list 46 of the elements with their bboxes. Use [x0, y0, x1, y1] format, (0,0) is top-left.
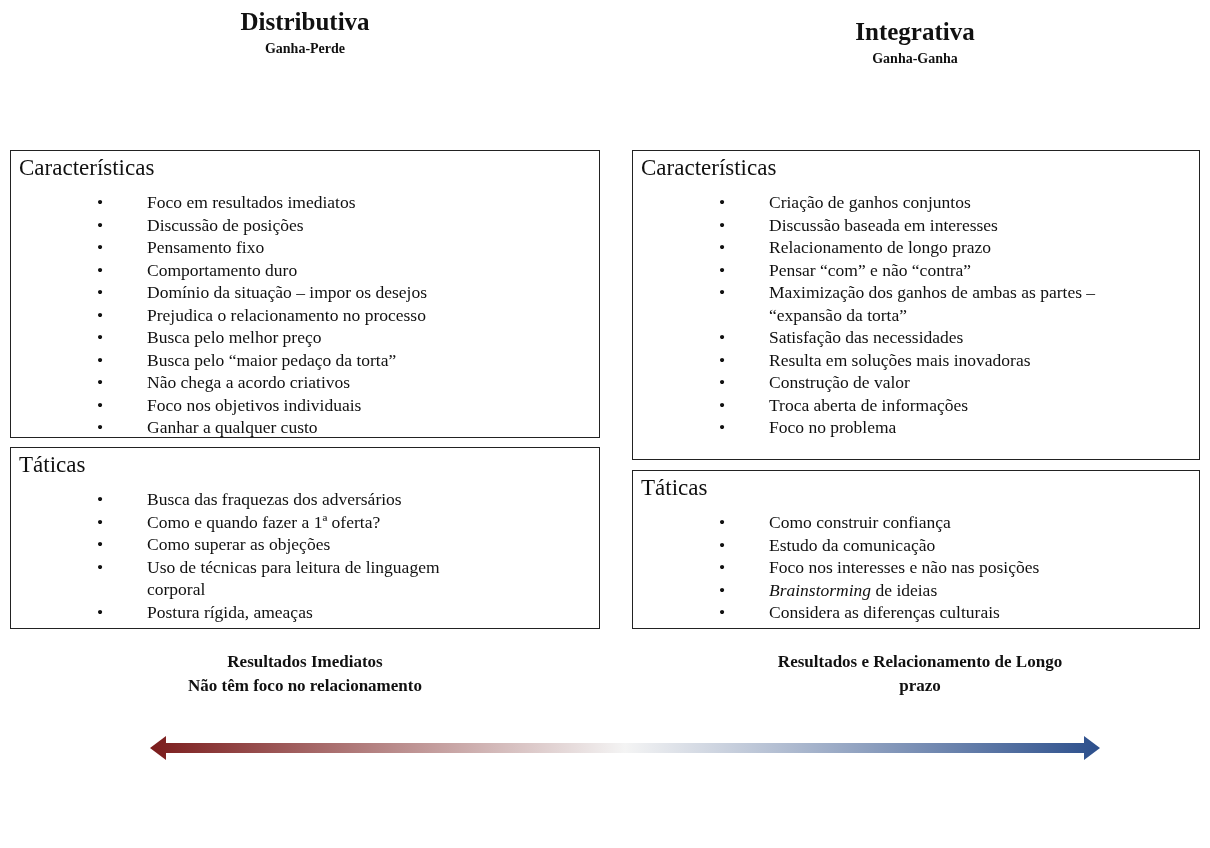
section-box — [632, 150, 1200, 460]
section-heading: Táticas — [19, 452, 86, 478]
bullet-item: • Resulta em soluções mais inovadoras — [719, 348, 1032, 371]
bullet-item: • Busca das fraquezas dos adversários — [97, 488, 403, 511]
bullet-item: • Como superar as objeções — [97, 533, 332, 556]
bullet-item: • Estudo da comunicação — [719, 533, 937, 556]
section-box — [632, 470, 1200, 629]
bullet-item: • Foco nos objetivos individuais — [97, 393, 363, 416]
bullet-item: • Foco nos interesses e não nas posições — [719, 556, 1041, 579]
outcome-text: Resultados e Relacionamento de Longo prazo — [776, 651, 1064, 697]
bullet-item: • Como e quando fazer a 1ª oferta? — [97, 510, 382, 533]
bullet-item: • Pensamento fixo — [97, 236, 266, 259]
bullet-item: • Foco no problema — [719, 416, 898, 439]
bullet-item: • Prejudica o relacionamento no processo — [97, 303, 427, 326]
column-subtitle: Ganha-Perde — [263, 40, 347, 58]
bullet-item: • Não chega a acordo criativos — [97, 371, 352, 394]
bullet-item: • Satisfação das necessidades — [719, 326, 965, 349]
bullet-item: • Uso de técnicas para leitura de linguagem corporal — [97, 555, 441, 601]
bullet-item: • Maximização dos ganhos de ambas as partes – “expansão da torta” — [719, 281, 1097, 326]
bullet-item: • Postura rígida, ameaças — [97, 600, 314, 623]
bullet-item: • Considera as diferenças culturais — [719, 601, 1001, 624]
bullet-item: • Construção de valor — [719, 371, 911, 394]
outcome-text: Não têm foco no relacionamento — [187, 675, 423, 697]
bullet-item: • Foco em resultados imediatos — [97, 191, 357, 214]
bullet-item: • Troca aberta de informações — [719, 393, 970, 416]
section-heading: Características — [641, 155, 777, 181]
bullet-item: • Criação de ganhos conjuntos — [719, 191, 972, 214]
bullet-item: • Discussão baseada em interesses — [719, 213, 999, 236]
column-title: Distributiva — [239, 7, 371, 37]
bullet-item: • Domínio da situação – impor os desejos — [97, 281, 428, 304]
bullet-item: • Como construir confiança — [719, 511, 952, 534]
section-heading: Táticas — [641, 475, 708, 501]
bullet-item: • Ganhar a qualquer custo — [97, 416, 319, 439]
section-box — [10, 447, 600, 629]
bullet-item: • Busca pelo “maior pedaço da torta” — [97, 348, 398, 371]
column-title: Integrativa — [854, 17, 976, 47]
section-box — [10, 150, 600, 438]
section-heading: Características — [19, 155, 155, 181]
bullet-item: • Pensar “com” e não “contra” — [719, 258, 973, 281]
column-subtitle: Ganha-Ganha — [871, 50, 959, 68]
bullet-item: • Brainstorming de ideias — [719, 578, 939, 601]
outcome-text: Resultados Imediatos — [226, 651, 384, 673]
bullet-item: • Busca pelo melhor preço — [97, 326, 323, 349]
bullet-item: • Comportamento duro — [97, 258, 299, 281]
bullet-item: • Discussão de posições — [97, 213, 305, 236]
bullet-item: • Relacionamento de longo prazo — [719, 236, 993, 259]
